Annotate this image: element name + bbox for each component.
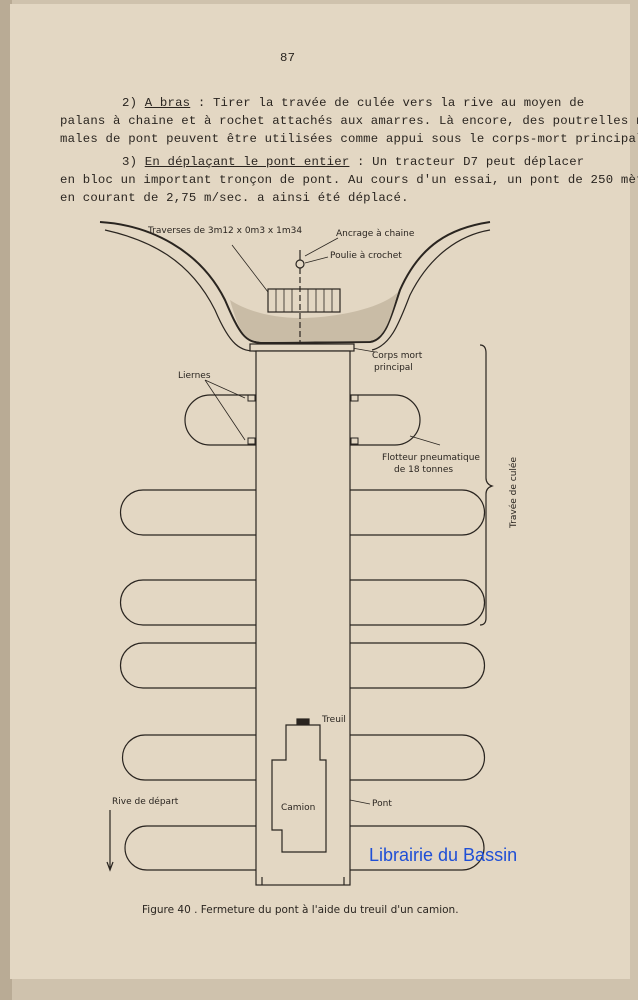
rive-arrow [106,810,114,872]
para3-line3: en courant de 2,75 m/sec. a ainsi été dé… [60,191,409,205]
pulley [295,259,305,269]
label-pont: Pont [372,799,392,809]
para2-line3: males de pont peuvent être utilisées com… [60,132,638,146]
page-number: 87 [280,51,296,65]
para2-line1: 2) A bras : Tirer la travée de culée ver… [122,96,584,110]
winch [296,718,310,725]
label-treuil: Treuil [321,715,346,725]
label-corps-mort-2: principal [374,363,413,373]
watermark: Librairie du Bassin [369,845,518,865]
label-rive: Rive de départ [112,796,179,807]
water-fill [230,292,398,342]
label-travee: Travée de culée [508,457,519,529]
para3-text: : Un tracteur D7 peut déplacer [349,155,585,169]
label-poulie: Poulie à crochet [330,251,402,261]
label-traverses: Traverses de 3m12 x 0m3 x 1m34 [147,226,302,236]
para3-line1: 3) En déplaçant le pont entier : Un trac… [122,155,584,169]
para3-line2: en bloc un important tronçon de pont. Au… [60,173,638,187]
river-bank-outer [104,229,491,352]
truck [271,724,327,853]
corps-mort [249,343,355,352]
river-bank [99,221,491,345]
para3-title: En déplaçant le pont entier [144,155,350,169]
label-flotteur-2: de 18 tonnes [394,465,453,475]
para2-line2: palans à chaine et à rochet attachés aux… [60,114,638,128]
label-corps-mort-1: Corps mort [372,351,423,361]
para2-num: 2) [122,96,145,110]
label-liernes: Liernes [178,371,211,381]
figure-caption: Figure 40 . Fermeture du pont à l'aide d… [142,904,459,916]
floats [119,394,486,871]
bridge-end [261,877,345,885]
page-edge [0,0,12,1000]
traverses-lines [275,289,333,312]
label-camion: Camion [281,803,315,813]
para2-text: : Tirer la travée de culée vers la rive … [190,96,585,110]
para3-num: 3) [122,155,145,169]
traverses [267,288,341,313]
label-ancrage: Ancrage à chaine [336,229,415,239]
travee-bracket [479,344,494,626]
label-flotteur-1: Flotteur pneumatique [382,453,480,463]
para2-title: A bras [144,96,191,110]
